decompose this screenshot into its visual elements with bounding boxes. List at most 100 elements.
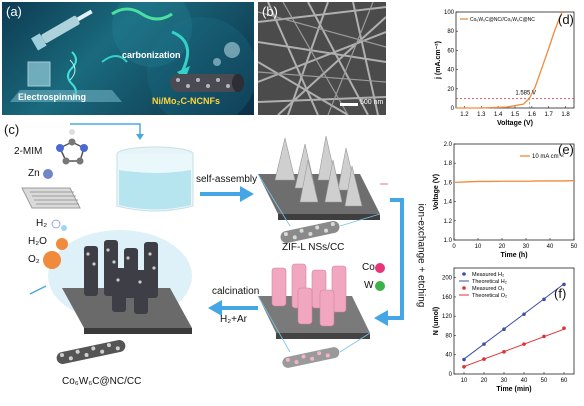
x-tick-label: 1.7: [545, 112, 554, 118]
legend-label: Measured O₂: [472, 286, 504, 292]
series-line-10ma: [453, 180, 575, 184]
y-axis-label: j (mA.cm⁻²): [435, 41, 442, 80]
electrospinning-label: Electrospinning: [18, 92, 87, 102]
legend-label: Theoretical O₂: [472, 293, 507, 299]
x-axis-label: Time (min): [496, 386, 531, 393]
x-tick-label: 20: [481, 378, 488, 384]
panel-c-letter: (c): [4, 122, 20, 137]
measured-h2-point: [562, 282, 566, 287]
h2-label: H₂: [36, 218, 48, 229]
syringe-icon: [31, 9, 93, 51]
o2-label: O₂: [28, 254, 40, 265]
self-assembly-label: self-assembly: [196, 174, 258, 185]
panel-d-letter: (d): [558, 12, 574, 27]
measured-o2-point: [522, 342, 526, 346]
x-tick-label: 30: [501, 378, 508, 384]
pink-platform: [258, 263, 370, 339]
mim-molecule: [56, 129, 88, 165]
y-tick-label: 60: [447, 48, 454, 54]
y-tick-label: 0: [451, 106, 455, 112]
pink-fiber: [282, 347, 340, 368]
x-tick-label: 1.4: [494, 112, 503, 118]
x-tick-label: 50: [541, 378, 548, 384]
measured-o2-point: [502, 350, 506, 354]
y-tick-label: 160: [442, 295, 453, 301]
h2o-label: H₂O: [28, 236, 47, 247]
product-platform: [62, 240, 192, 334]
x-tick-label: 50: [571, 244, 578, 250]
co-label: Co: [362, 262, 375, 273]
measured-h2-point: [542, 297, 546, 302]
product-label: Co₆W₆C@NC/CC: [62, 376, 142, 387]
y-tick-label: 40: [447, 68, 454, 74]
plot-frame: [453, 143, 575, 241]
y-tick-label: 120: [442, 314, 453, 320]
panel-b-letter: (b): [262, 4, 278, 19]
zif-fiber: [280, 221, 340, 243]
panel-a: (a) Electrospinning carbonization Ni/Mo₂…: [2, 2, 254, 115]
zif-label: ZIF-L NSs/CC: [282, 242, 345, 253]
measured-o2-point: [542, 334, 546, 339]
y-axis-label: Voltage (V): [433, 174, 440, 210]
y-tick-label: 1.0: [444, 238, 453, 244]
x-tick-label: 1.5: [511, 112, 520, 118]
x-tick-label: 40: [547, 244, 554, 250]
measured-o2-point: [482, 357, 486, 361]
y-tick-label: 80: [445, 333, 452, 339]
legend-label: Theoretical H₂: [472, 279, 507, 285]
zn-label: Zn: [28, 168, 40, 179]
legend-label: Measured H₂: [472, 272, 504, 278]
y-tick-label: 200: [442, 276, 453, 282]
panel-a-illustration: [10, 2, 254, 115]
measured-h2-point: [462, 357, 466, 362]
scale-bar: [340, 103, 358, 106]
x-tick-label: 1.3: [477, 112, 486, 118]
x-axis-label: Voltage (V): [497, 120, 533, 127]
x-tick-label: 60: [561, 378, 568, 384]
co-ball: [375, 263, 385, 273]
series-line-co6w6c: [456, 11, 563, 109]
ni-mo2c-label: Ni/Mo₂C-NCNFs: [152, 96, 220, 106]
y-tick-label: 1.4: [444, 200, 453, 206]
panel-a-letter: (a): [6, 4, 22, 19]
product-fiber: [56, 339, 126, 365]
x-tick-label: 10: [461, 378, 468, 384]
calcination-label: calcination: [212, 286, 260, 297]
zn-ball: [43, 169, 53, 179]
mim-label: 2-MIM: [14, 146, 43, 157]
x-tick-label: 40: [521, 378, 528, 384]
carbon-cloth-small: [21, 187, 81, 209]
panel-c-illustration: [21, 123, 404, 368]
y-tick-label: 100: [444, 10, 455, 16]
measured-h2-point: [502, 327, 506, 331]
panel-e-letter: (e): [558, 142, 574, 157]
panel-f-letter: (f): [554, 286, 567, 301]
ion-exchange-label: ion-exchange + etching: [415, 203, 427, 308]
legend-marker: [462, 272, 466, 276]
y-tick-label: 1.2: [444, 219, 453, 225]
legend-marker: [462, 286, 466, 290]
w-ball: [375, 281, 385, 291]
beaker: [116, 146, 194, 212]
y-tick-label: 1.6: [444, 180, 453, 186]
x-tick-label: 30: [523, 244, 530, 250]
y-tick-label: 1.8: [444, 161, 453, 167]
h2ar-label: H₂+Ar: [220, 314, 247, 325]
x-tick-label: 0: [452, 244, 456, 250]
measured-h2-point: [522, 312, 526, 317]
y-tick-label: 2.0: [444, 142, 453, 148]
theoretical-h2-line: [463, 283, 565, 360]
panel-b: (b) 500 nm: [258, 2, 386, 115]
scale-bar-label: 500 nm: [360, 99, 384, 106]
zif-platform: [258, 135, 380, 220]
sem-image: [258, 2, 386, 115]
y-tick-label: 0: [449, 372, 453, 378]
y-tick-label: 40: [445, 353, 452, 359]
x-tick-label: 20: [499, 244, 506, 250]
